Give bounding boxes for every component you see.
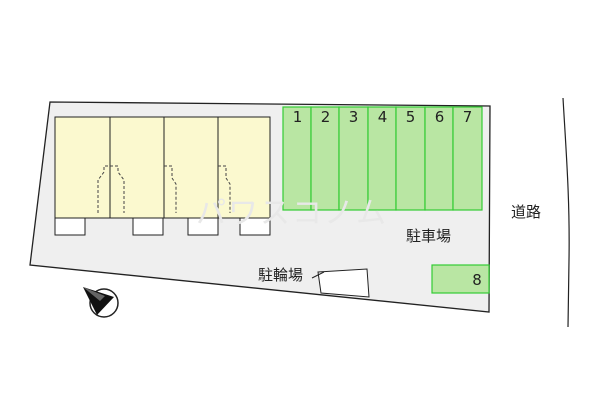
- parking-lot: [282, 106, 483, 211]
- parking-space-2: [310, 106, 340, 211]
- stair-outline: [218, 165, 231, 213]
- parking-space-8: [431, 264, 490, 294]
- stair-outline: [164, 165, 177, 213]
- parking-number-8: 8: [472, 271, 482, 289]
- road-edge-line: [562, 97, 570, 328]
- entry-step: [239, 217, 271, 236]
- unit-2: [109, 116, 165, 219]
- unit-3: [163, 116, 219, 219]
- apartment-building: [54, 116, 271, 236]
- bicycle-shed: [317, 268, 370, 298]
- road-label: 道路: [511, 203, 542, 221]
- unit-1: [54, 116, 111, 219]
- parking-number: 6: [434, 108, 445, 126]
- entry-step: [187, 217, 219, 236]
- parking-space-1: [282, 106, 312, 211]
- parking-number: 4: [377, 108, 388, 126]
- bicycle-label-leader: [311, 271, 325, 279]
- parking-space-5: [395, 106, 426, 211]
- watermark: パワスコノム: [196, 196, 388, 231]
- parking-label: 駐車場: [406, 227, 452, 245]
- parking-number: 1: [292, 108, 303, 126]
- parking-space-6: [424, 106, 454, 211]
- unit-4: [217, 116, 271, 219]
- compass-icon: [83, 287, 119, 318]
- parking-number: 2: [320, 108, 331, 126]
- bicycle-parking-label: 駐輪場: [258, 266, 304, 284]
- parking-number: 7: [462, 108, 473, 126]
- parking-space-7: [452, 106, 483, 211]
- entry-step: [132, 217, 164, 236]
- parking-number: 5: [405, 108, 416, 126]
- entry-step: [54, 217, 86, 236]
- stair-outline: [97, 165, 125, 213]
- parking-number: 3: [348, 108, 359, 126]
- parking-space-3: [338, 106, 369, 211]
